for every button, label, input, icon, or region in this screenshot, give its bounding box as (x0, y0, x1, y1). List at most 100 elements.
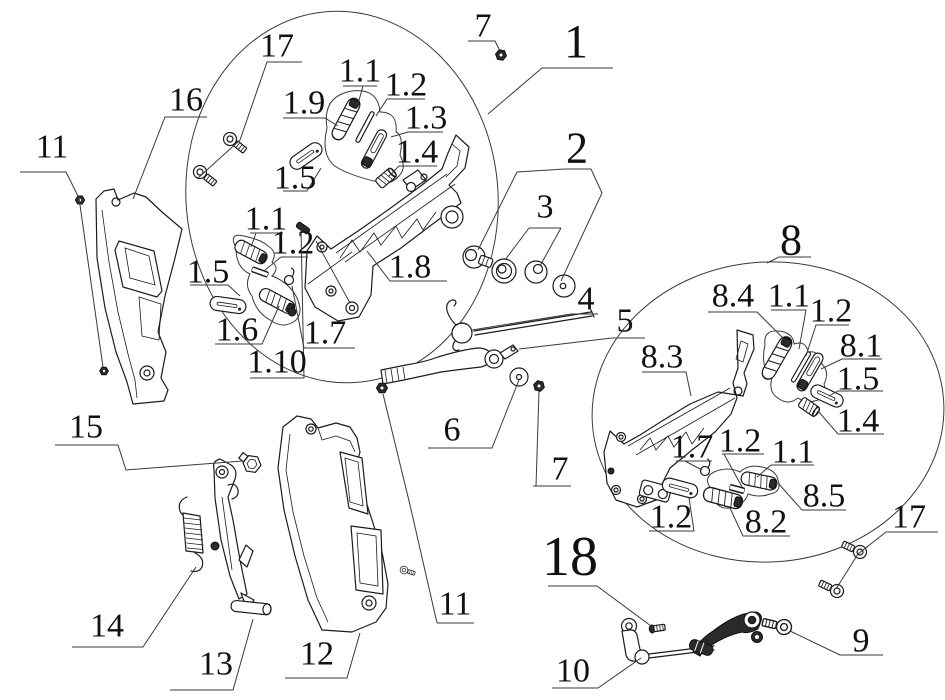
leader-line-14 (72, 566, 197, 648)
collar-washer-3a (491, 258, 517, 284)
callout-label-9-41: 9 (853, 623, 870, 660)
callout-label-1-1-4: 1.1 (339, 53, 382, 90)
leader-line-18 (548, 585, 652, 627)
leader-line-1-2 (263, 256, 282, 272)
callout-label-1-2-36: 1.2 (650, 499, 693, 536)
callout-label-13-44: 13 (199, 646, 233, 683)
leader-line-1-6 (215, 305, 280, 345)
brake-pedal-5 (380, 344, 519, 385)
leader-line-1-7 (684, 460, 703, 471)
leader-line-2 (477, 168, 566, 251)
leader-line-11 (20, 171, 104, 368)
pedal-spring-4 (446, 299, 473, 352)
leader-line-8-3 (642, 371, 692, 397)
callout-label-8-1-28: 8.1 (840, 328, 883, 365)
callout-label-1-2-27: 1.2 (810, 293, 853, 330)
leader-line-1-5 (828, 390, 883, 397)
callout-label-14-43: 14 (90, 608, 124, 645)
footrest-bracket-left-1-8 (295, 134, 470, 322)
callout-label-1-1-34: 1.1 (772, 434, 815, 471)
leader-line-3 (539, 227, 562, 267)
right-assembly-outline (591, 261, 945, 563)
pin-1-2-top (354, 110, 376, 144)
nut-11-bottom (376, 382, 388, 394)
callout-label-8-24: 8 (780, 216, 802, 265)
leader-line-1-1 (771, 309, 807, 350)
leader-line-3 (504, 227, 530, 261)
leader-line-8-5 (777, 482, 803, 511)
leader-line-9 (789, 630, 883, 656)
callout-label-2-18: 2 (566, 124, 588, 173)
leader-line-1-2 (649, 497, 695, 532)
bracket-cover-12 (277, 415, 389, 633)
callout-label-4-20: 4 (578, 281, 595, 318)
leader-line-1-8 (366, 250, 447, 282)
left-footpeg-lower-subgroup-outline (232, 234, 301, 326)
callout-label-1-8-14: 1.8 (389, 249, 432, 286)
leader-line-17 (196, 61, 302, 180)
linkage-screw-18 (648, 623, 666, 634)
leader-line-1-7 (291, 285, 355, 349)
callout-label-1-17: 1 (564, 16, 588, 69)
leader-line-10 (552, 657, 642, 689)
leader-line-1-4 (817, 410, 884, 435)
leader-line-1-10 (250, 229, 305, 379)
callout-label-18-39: 18 (542, 526, 598, 588)
callout-label-16-1: 16 (169, 82, 203, 119)
hook-pin-1-7-left (283, 267, 295, 286)
leader-line-1-2 (805, 324, 849, 357)
callout-label-10-40: 10 (556, 653, 590, 690)
heat-shield-left (95, 188, 183, 405)
callout-label-8-3-31: 8.3 (641, 339, 684, 376)
leader-line-1-2 (375, 98, 425, 117)
callout-label-1-2-10: 1.2 (272, 225, 315, 262)
leader-line-13 (170, 618, 254, 691)
washer-3b (524, 260, 548, 284)
callout-label-1-3-6: 1.3 (405, 100, 448, 137)
leader-line-1-2 (723, 453, 743, 488)
callout-label-8-2-37: 8.2 (745, 504, 788, 541)
leader-line-7 (468, 40, 501, 52)
shield-screw-17-lower (190, 162, 220, 190)
flange-bolt-2 (462, 245, 494, 269)
callout-label-1-1-9: 1.1 (245, 201, 288, 238)
leader-line-5 (518, 337, 645, 350)
clip-1-2-mid (250, 266, 270, 278)
callout-label-3-19: 3 (537, 189, 554, 226)
callout-label-5-21: 5 (617, 303, 634, 340)
leader-line-1-9 (283, 117, 339, 127)
leader-line-8-2 (729, 507, 744, 537)
callout-label-1-5-11: 1.5 (187, 254, 230, 291)
callout-label-1-4-30: 1.4 (837, 403, 880, 440)
small-screw-mid (398, 564, 417, 578)
footpeg-bolt-1-6 (287, 307, 297, 317)
callout-label-1-5-29: 1.5 (837, 361, 880, 398)
washer-2b (552, 274, 576, 298)
callout-label-17-38: 17 (892, 499, 926, 536)
callout-label-1-10-15: 1.10 (247, 344, 307, 381)
shift-lever-bolt-9 (760, 614, 794, 637)
callout-label-17-0: 17 (260, 28, 294, 65)
callout-label-1-5-8: 1.5 (274, 160, 317, 197)
callout-label-1-7-13: 1.7 (304, 315, 347, 352)
leader-line-2 (560, 168, 603, 282)
leader-line-8-1 (820, 358, 882, 370)
callout-label-12-45: 12 (300, 636, 334, 673)
callout-label-1-9-3: 1.9 (283, 85, 326, 122)
right-footpeg-subgroup-outline (763, 330, 828, 403)
leader-line-1-1 (756, 464, 772, 478)
leader-line-16 (132, 116, 207, 200)
callout-label-11-46: 11 (439, 586, 472, 623)
side-stand-spring-14 (178, 496, 204, 573)
leader-line-8-4 (708, 311, 785, 340)
left-assembly-outline (185, 10, 499, 384)
callout-label-1-4-7: 1.4 (396, 134, 439, 171)
shield-screw-17-upper (220, 129, 250, 157)
stand-pivot-bolt-15 (238, 452, 262, 473)
leader-line-8 (766, 256, 811, 264)
leader-line-6 (428, 379, 520, 449)
callout-label-7-16: 7 (475, 8, 492, 45)
footpeg-1-1-right (739, 470, 779, 492)
leader-line-4 (471, 313, 598, 331)
